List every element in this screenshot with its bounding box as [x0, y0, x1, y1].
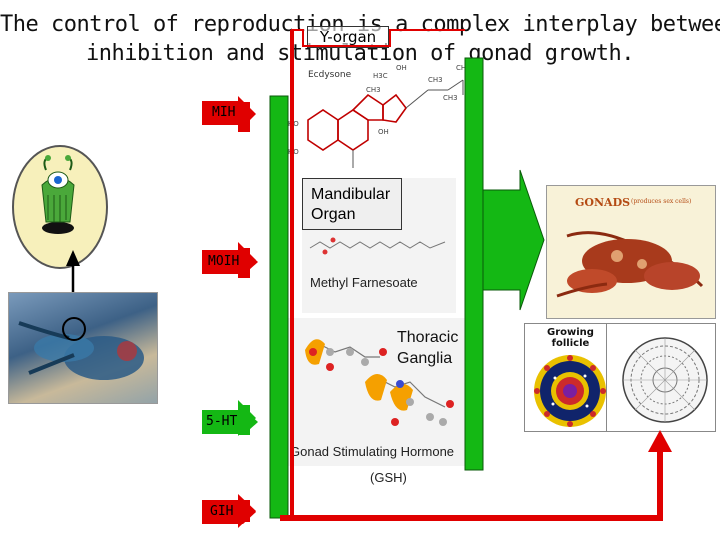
serotonin-label: 5-HT — [206, 414, 238, 429]
y-organ-label: Y-organ — [307, 26, 389, 48]
moih-label: MOIH — [208, 254, 240, 269]
eyestalk-icon — [41, 155, 75, 234]
svg-text:H3C: H3C — [373, 72, 388, 80]
gih-label: GIH — [210, 504, 234, 519]
mandibular-label-line-2: Organ — [311, 206, 356, 223]
methyl-farnesoate-label: Methyl Farnesoate — [310, 275, 418, 290]
svg-text:OH: OH — [396, 64, 407, 72]
svg-text:CH3: CH3 — [366, 86, 381, 94]
crayfish-icon — [18, 321, 144, 380]
gsh-label-line-1: Gonad Stimulating Hormone — [290, 444, 455, 459]
thoracic-ganglia-label: Thoracic Ganglia — [397, 327, 458, 369]
red-arrow-to-follicle — [648, 430, 672, 452]
svg-text:OH: OH — [378, 128, 389, 136]
svg-text:CH3: CH3 — [428, 76, 443, 84]
crayfish-photo-left — [8, 292, 158, 404]
follicle-icon — [534, 355, 606, 427]
mih-arrow: MIH — [202, 101, 252, 125]
moih-arrow: MOIH — [202, 250, 258, 274]
peptide-molecule-icon — [305, 339, 454, 426]
serotonin-arrow: 5-HT — [202, 410, 258, 434]
follicle-detail-panel — [606, 323, 716, 432]
svg-text:CH3: CH3 — [456, 64, 471, 72]
green-bar-central — [269, 95, 289, 519]
mandibular-label-line-1: Mandibular — [311, 186, 391, 203]
growing-follicle-label: Growing follicle — [547, 327, 594, 349]
green-arrow-to-gonads — [482, 169, 545, 311]
gonads-sublabel: (produces sex cells) — [631, 198, 692, 205]
gonads-label: GONADS — [575, 196, 631, 209]
methyl-farnesoate-structure-icon — [309, 237, 446, 255]
follicle-detail-icon — [622, 337, 708, 423]
dissected-crayfish-icon — [556, 231, 704, 298]
green-bar-thoracic — [464, 57, 484, 471]
mih-label: MIH — [212, 105, 236, 120]
svg-text:CH3: CH3 — [443, 94, 458, 102]
gih-arrow: GIH — [202, 500, 256, 524]
follicle-label-line-2: follicle — [551, 338, 590, 349]
eyestalk-marker-circle — [62, 317, 86, 341]
thoracic-label-line-1: Thoracic — [397, 329, 459, 346]
follicle-label-line-1: Growing — [547, 327, 594, 338]
mandibular-organ-label: Mandibular Organ — [302, 178, 402, 230]
gonads-photo: GONADS (produces sex cells) — [546, 185, 716, 319]
ecdysone-label: Ecdysone — [308, 70, 352, 80]
gsh-label-line-2: (GSH) — [370, 470, 407, 485]
thoracic-label-line-2: Ganglia — [397, 350, 453, 367]
